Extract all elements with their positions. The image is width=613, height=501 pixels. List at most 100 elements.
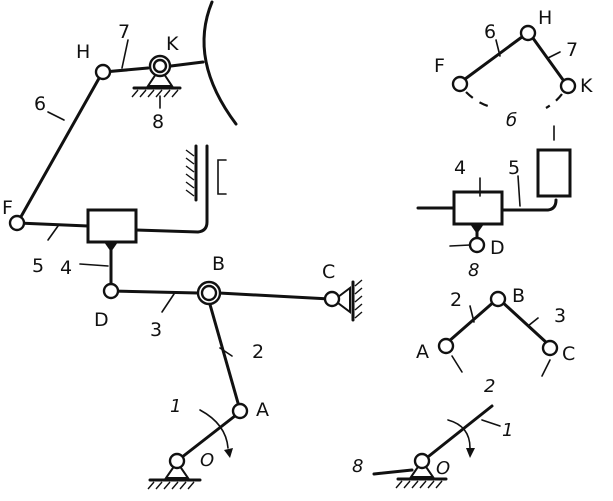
- curved-working-element: [202, 0, 238, 126]
- group-b-label-4: 4: [454, 157, 466, 179]
- group-b-dash: [449, 244, 471, 247]
- group-a-link-6: [459, 32, 528, 84]
- group-a-joint-f: [451, 75, 469, 93]
- group-d-rotation-arc: [447, 419, 471, 449]
- link-2: [207, 299, 242, 412]
- group-a: F 6 H 7 K б: [434, 7, 593, 131]
- rotation-arc: [199, 409, 229, 449]
- tick-2: [219, 347, 233, 357]
- tick-6: [47, 111, 65, 121]
- group-a-label-h: H: [538, 7, 552, 29]
- group-c-joint-b: [489, 290, 507, 308]
- label-link-4: 4: [60, 257, 72, 279]
- guide-bracket: [217, 159, 227, 195]
- link-1: [175, 410, 242, 463]
- group-a-joint-h: [519, 24, 537, 42]
- joint-b-inner: [200, 284, 218, 302]
- slider-pin: [104, 242, 118, 252]
- group-a-label-6: 6: [484, 21, 496, 43]
- group-a-dash-right: [545, 93, 563, 109]
- label-link-7: 7: [118, 21, 130, 43]
- label-f: F: [2, 197, 13, 219]
- joint-h: [94, 63, 112, 81]
- link-6: [16, 71, 104, 224]
- label-a: A: [256, 399, 269, 421]
- group-c-dash-c: [541, 359, 551, 377]
- tick-5: [47, 225, 59, 241]
- joint-k-inner: [152, 58, 168, 74]
- group-c-tick-2: [469, 305, 475, 323]
- link-5-right: [134, 144, 209, 234]
- group-b: 4 5 D 8: [416, 125, 572, 281]
- group-b-label-8: 8: [468, 260, 479, 281]
- group-b-joint-d: [468, 236, 486, 254]
- group-a-tick-6: [495, 39, 501, 57]
- ground-support-o: [147, 460, 202, 490]
- group-d-label-1: 1: [502, 420, 513, 441]
- label-d: D: [94, 309, 109, 331]
- group-a-tick-7: [547, 51, 561, 59]
- link-3-right: [217, 291, 332, 301]
- slider-block-4: [86, 208, 138, 244]
- link-5-left: [16, 221, 90, 228]
- group-b-tick-5: [517, 175, 521, 207]
- group-c-link-2: [446, 298, 498, 344]
- joint-f: [8, 214, 26, 232]
- label-k: K: [166, 33, 179, 55]
- ground-support-c: [332, 279, 363, 322]
- link-7: [102, 66, 150, 74]
- group-a-letter: б: [506, 110, 517, 131]
- label-h: H: [76, 41, 90, 63]
- group-a-label-f: F: [434, 55, 445, 77]
- group-d-link-1: [422, 404, 494, 462]
- joint-d: [102, 282, 120, 300]
- group-d-arrowhead: [466, 448, 475, 458]
- main-mechanism: H 7 K 8 6 F 5 4 D 3 B C 2 A 1 O: [2, 0, 363, 490]
- label-link-8: 8: [152, 111, 164, 133]
- group-b-block: [536, 148, 572, 198]
- group-b-link-5: [500, 198, 558, 212]
- group-b-label-5: 5: [508, 157, 520, 179]
- label-o: O: [200, 450, 214, 471]
- group-c-label-a: A: [416, 341, 429, 363]
- label-link-5: 5: [32, 255, 44, 277]
- group-c-joint-a: [437, 337, 455, 355]
- group-b-slider-4: [452, 190, 504, 226]
- group-d-label-8: 8: [352, 456, 363, 477]
- tick-4: [79, 263, 109, 267]
- guide-hatch: [185, 149, 195, 197]
- rotation-arrowhead: [224, 448, 233, 458]
- label-c: C: [322, 261, 335, 283]
- label-link-3: 3: [150, 319, 162, 341]
- label-b: B: [212, 253, 225, 275]
- tick-7: [121, 39, 129, 69]
- group-d-label-o: O: [436, 458, 450, 479]
- group-a-link-7: [528, 32, 568, 86]
- group-d-label-top: 2: [484, 376, 495, 397]
- tick-3: [161, 293, 175, 313]
- joint-a: [231, 402, 249, 420]
- group-c-label-c: C: [562, 343, 575, 365]
- group-c-label-2: 2: [450, 289, 462, 311]
- group-c-link-3: [498, 298, 550, 346]
- group-a-dash-left: [465, 91, 489, 108]
- group-a-label-7: 7: [566, 39, 578, 61]
- label-link-1: 1: [170, 396, 181, 417]
- group-c-dash-a: [451, 355, 463, 373]
- group-c: 2 B 3 A C: [416, 285, 575, 377]
- group-c-label-3: 3: [554, 305, 566, 327]
- group-d-pointer: [372, 468, 414, 476]
- label-link-6: 6: [34, 93, 46, 115]
- label-link-2: 2: [252, 341, 264, 363]
- joint-c: [323, 290, 341, 308]
- group-b-pin: [470, 224, 484, 234]
- group-d: 2 1 8 O: [352, 376, 513, 489]
- group-c-joint-c: [541, 339, 559, 357]
- group-a-label-k: K: [580, 75, 593, 97]
- group-a-joint-k: [559, 77, 577, 95]
- group-c-tick-3: [527, 317, 539, 327]
- link-3-left: [109, 289, 200, 295]
- group-c-label-b: B: [512, 285, 525, 307]
